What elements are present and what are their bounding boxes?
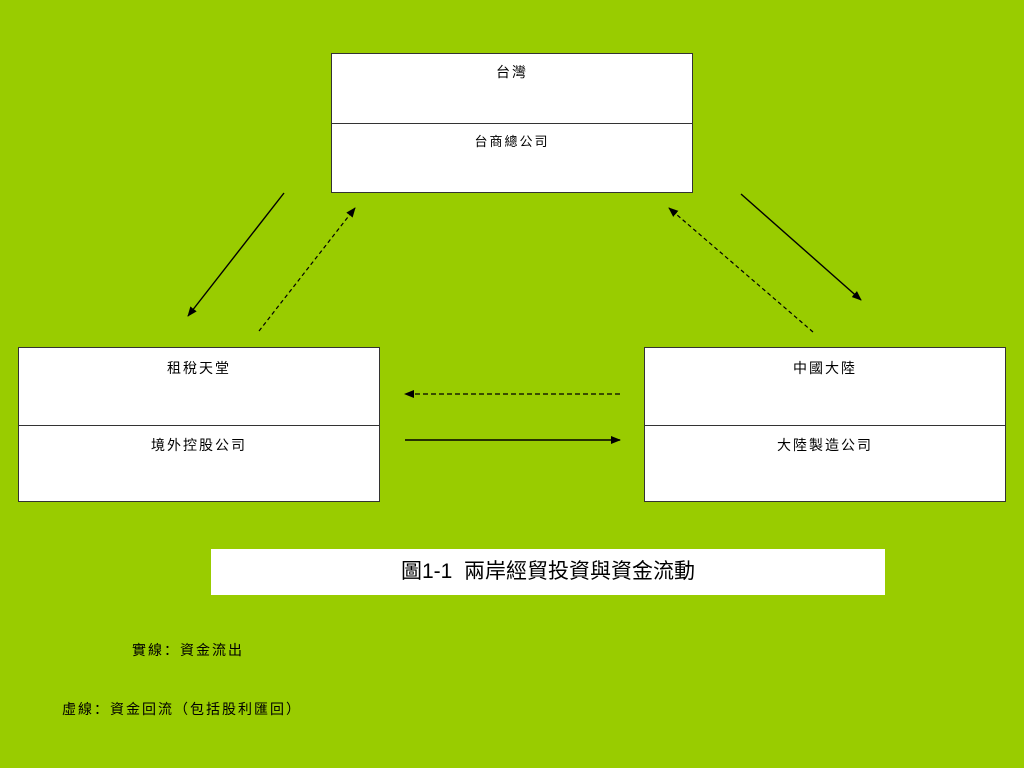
arrow-taiwan-to-haven-solid	[187, 192, 285, 317]
legend-dashed-line: 虛線：資金回流（包括股利匯回）	[62, 702, 302, 718]
node-tax-haven: 租稅天堂 境外控股公司	[18, 347, 380, 502]
node-tax-haven-title: 租稅天堂	[167, 361, 231, 377]
node-mainland: 中國大陸 大陸製造公司	[644, 347, 1006, 502]
arrow-haven-to-taiwan-dashed	[258, 207, 356, 332]
node-mainland-subtitle: 大陸製造公司	[777, 438, 873, 454]
arrow-china-to-taiwan-dashed	[668, 207, 814, 333]
figure-caption: 圖1-1 兩岸經貿投資與資金流動	[211, 549, 885, 595]
arrow-taiwan-to-china-solid	[740, 193, 862, 301]
node-taiwan-subtitle: 台商總公司	[474, 135, 550, 150]
node-taiwan: 台灣 台商總公司	[331, 53, 693, 193]
node-mainland-divider	[645, 425, 1005, 426]
node-taiwan-divider	[332, 123, 692, 124]
legend-solid-line: 實線：資金流出	[132, 643, 244, 659]
node-taiwan-title: 台灣	[496, 65, 528, 81]
node-tax-haven-divider	[19, 425, 379, 426]
node-tax-haven-subtitle: 境外控股公司	[151, 438, 247, 454]
node-mainland-title: 中國大陸	[793, 361, 857, 377]
